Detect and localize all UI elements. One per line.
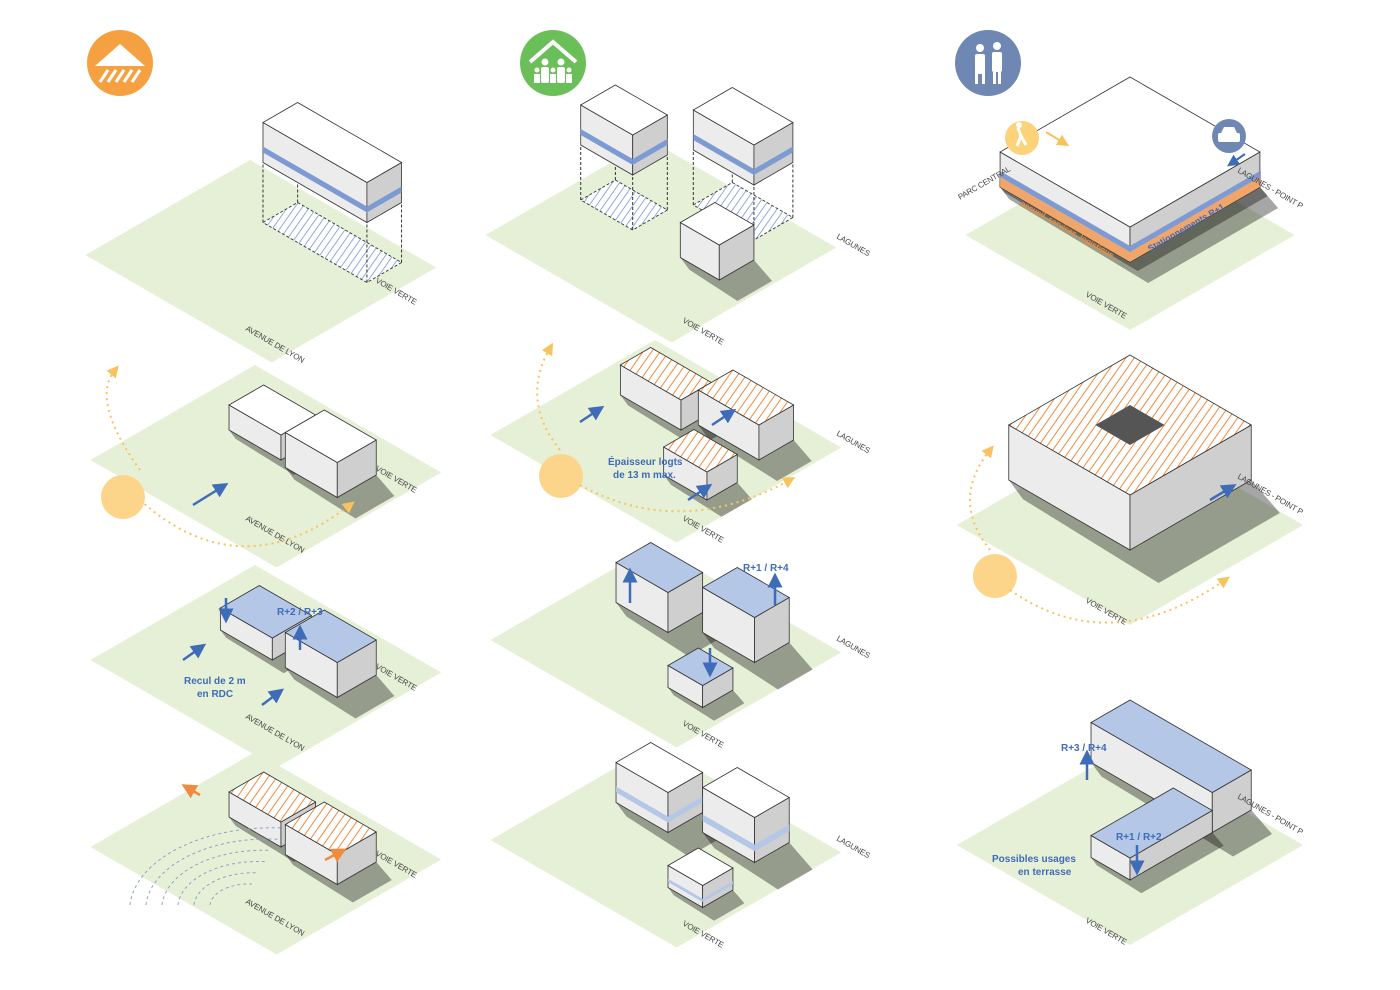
setback-label: Recul de 2 m [184, 676, 246, 687]
floor-band [754, 824, 790, 852]
building-roof [615, 742, 704, 793]
car-icon [1212, 119, 1246, 153]
noise-contour [145, 838, 278, 906]
building-roof [579, 84, 669, 136]
ground-plot [490, 340, 842, 543]
footprint-hatch [579, 179, 669, 231]
floor-band [667, 878, 703, 902]
sun-icon [973, 554, 1017, 598]
care-elderly-icon [955, 30, 1021, 96]
road-label: LAGUNES [835, 232, 871, 258]
ground-plot [85, 160, 437, 363]
ground-plot [90, 365, 442, 568]
direction-arrow [1209, 484, 1237, 502]
floor-band [702, 814, 755, 852]
floor-band [753, 146, 793, 175]
road-label: LAGUNES [835, 634, 871, 660]
floor-band [667, 796, 703, 823]
sun-icon [101, 475, 145, 519]
ground-plot [485, 140, 837, 343]
building-roof [701, 567, 791, 618]
floor-band [616, 786, 668, 823]
building-roof [284, 409, 378, 463]
noise-contour [129, 827, 285, 906]
building-roof [262, 102, 403, 183]
floor-band [580, 129, 633, 165]
building-roof [667, 847, 734, 886]
floor-band [702, 881, 733, 902]
setback-label-2: en RDC [197, 689, 233, 700]
sun-path [969, 445, 994, 551]
building-roof [228, 771, 317, 823]
thickness-label: Épaisseur logts [608, 455, 683, 468]
parking-band [1130, 171, 1260, 252]
sun-path [536, 342, 561, 451]
noise-contour [177, 860, 265, 906]
terrace-label-2: en terrasse [1018, 867, 1072, 878]
building-roof [1090, 699, 1253, 793]
ground-floor-band [1130, 177, 1260, 262]
direction-arrow [192, 483, 229, 507]
direction-arrow [687, 483, 713, 502]
building-roof [692, 87, 794, 146]
building-roof [662, 429, 739, 473]
building-roof [615, 542, 704, 593]
sun-path [105, 365, 141, 471]
floor-band [693, 134, 754, 175]
road-label: LAGUNES [835, 429, 871, 455]
building-roof [619, 347, 713, 401]
floor-band [262, 146, 367, 213]
height-label: R+3 / R+4 [1061, 743, 1107, 754]
direction-arrow [181, 784, 201, 799]
noise-contour [209, 883, 253, 906]
terrace-label: Possibles usages [992, 854, 1076, 865]
ground-plot [490, 545, 842, 748]
height-label-2: R+1 / R+2 [1116, 832, 1162, 843]
building-roof [701, 767, 791, 818]
building-roof [219, 585, 313, 639]
building-roof [697, 369, 795, 426]
sun-icon [539, 454, 583, 498]
courtyard [1095, 405, 1165, 445]
building-roof [1090, 787, 1214, 859]
ground-plot [490, 745, 842, 948]
height-label: R+2 / R+3 [277, 607, 323, 618]
parking-band [1000, 171, 1130, 252]
direction-arrow [324, 848, 347, 863]
thickness-label-2: de 13 m max. [613, 470, 676, 481]
noise-contour [193, 872, 259, 906]
family-house-icon [520, 30, 586, 96]
footprint-hatch [692, 181, 794, 241]
pedestrian-bike-icon [1005, 121, 1039, 155]
ground-plot [90, 752, 442, 955]
direction-arrow [261, 688, 284, 706]
direction-arrow [579, 405, 605, 424]
noise-contour [161, 849, 272, 906]
building-roof [228, 384, 317, 436]
road-label: LAGUNES [835, 834, 871, 860]
ground-floor-band [1000, 177, 1130, 262]
sun-path [139, 499, 355, 548]
direction-arrow [182, 643, 207, 662]
ground-plot [90, 565, 442, 768]
direction-arrow [711, 408, 737, 427]
floor-band [632, 139, 668, 165]
car-access-arrow [1227, 153, 1246, 167]
building-roof [679, 202, 755, 246]
access-arrow [1045, 131, 1070, 147]
height-label: R+1 / R+4 [743, 563, 789, 574]
floor-band [366, 186, 402, 213]
housing-roof-icon [87, 30, 153, 96]
